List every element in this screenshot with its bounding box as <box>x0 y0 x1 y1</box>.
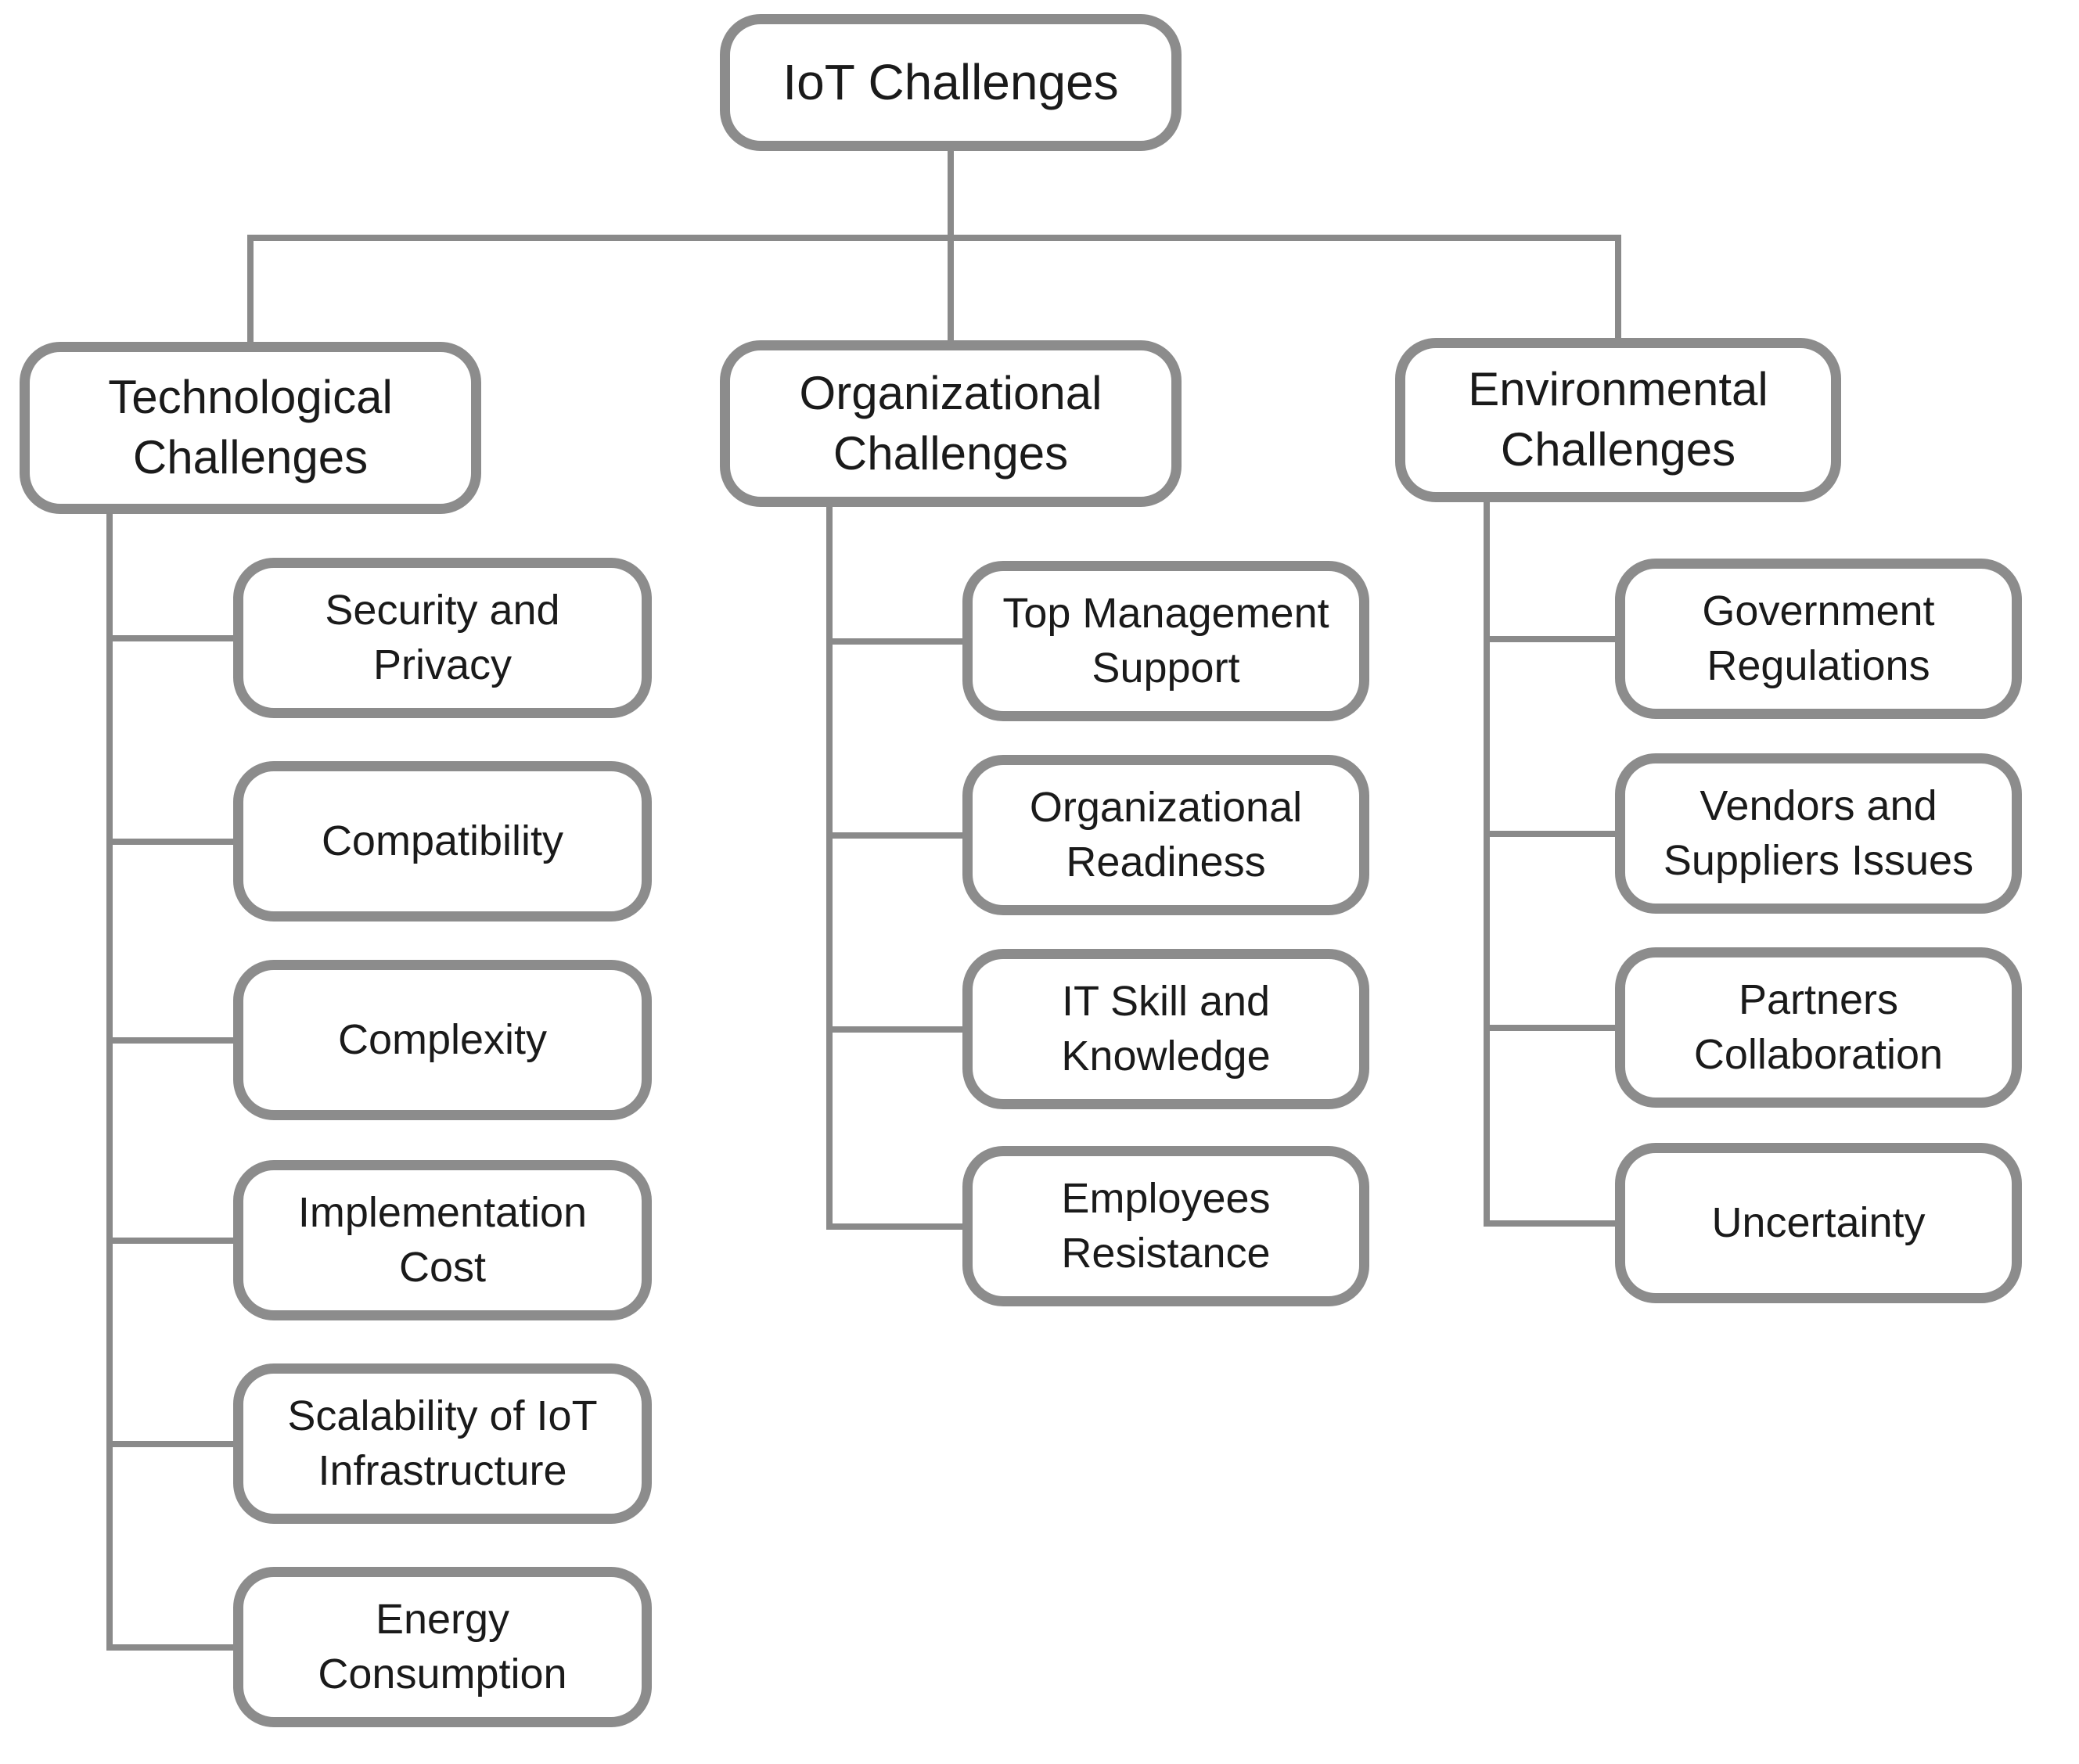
connector-stub <box>106 1238 233 1244</box>
connector-stub <box>1484 1025 1615 1031</box>
node-complexity: Complexity <box>233 960 652 1120</box>
node-label: Technological Challenges <box>108 371 393 483</box>
node-organizational-challenges: Organizational Challenges <box>720 340 1182 507</box>
node-label: Top Management Support <box>1002 590 1329 692</box>
connector-stub <box>826 638 962 645</box>
node-government-regulations: Government Regulations <box>1615 559 2022 719</box>
connector-stub <box>1484 1220 1615 1227</box>
node-label: Government Regulations <box>1702 587 1935 689</box>
connector-stub <box>106 635 233 641</box>
connector-stub <box>826 1026 962 1033</box>
connector-stub <box>1484 831 1615 837</box>
node-label: IoT Challenges <box>782 53 1119 110</box>
node-scalability-of-iot-infrastructure: Scalability of IoT Infrastructure <box>233 1363 652 1524</box>
node-employees-resistance: Employees Resistance <box>962 1146 1369 1306</box>
node-label: Vendors and Suppliers Issues <box>1663 782 1974 884</box>
connector-spine-environmental <box>1484 502 1490 1227</box>
node-label: Organizational Challenges <box>799 366 1102 480</box>
connector-drop-technological <box>247 235 254 342</box>
connector-stub <box>826 1223 962 1230</box>
node-label: Energy Consumption <box>318 1596 567 1698</box>
node-iot-challenges: IoT Challenges <box>720 14 1182 151</box>
node-partners-collaboration: Partners Collaboration <box>1615 947 2022 1108</box>
node-security-and-privacy: Security and Privacy <box>233 558 652 718</box>
node-uncertainty: Uncertainty <box>1615 1143 2022 1303</box>
node-technological-challenges: Technological Challenges <box>20 342 481 514</box>
connector-stub <box>106 1441 233 1447</box>
node-label: Complexity <box>337 1015 548 1063</box>
node-label: Uncertainty <box>1711 1198 1926 1246</box>
connector-drop-organizational <box>948 235 954 340</box>
node-implementation-cost: Implementation Cost <box>233 1160 652 1320</box>
connector-stub <box>106 1037 233 1044</box>
node-energy-consumption: Energy Consumption <box>233 1567 652 1727</box>
node-compatibility: Compatibility <box>233 761 652 922</box>
node-it-skill-and-knowledge: IT Skill and Knowledge <box>962 949 1369 1109</box>
node-label: Security and Privacy <box>325 587 560 688</box>
node-label: Employees Resistance <box>1061 1175 1271 1277</box>
node-vendors-and-suppliers-issues: Vendors and Suppliers Issues <box>1615 753 2022 914</box>
connector-stub <box>1484 636 1615 642</box>
node-organizational-readiness: Organizational Readiness <box>962 755 1369 915</box>
connector-root-stem <box>948 151 954 241</box>
connector-stub <box>106 839 233 845</box>
node-environmental-challenges: Environmental Challenges <box>1395 338 1841 502</box>
node-label: Environmental Challenges <box>1468 363 1768 476</box>
node-top-management-support: Top Management Support <box>962 561 1369 721</box>
connector-rail <box>247 235 1621 241</box>
connector-spine-technological <box>106 512 113 1651</box>
node-label: Partners Collaboration <box>1693 976 1944 1078</box>
node-label: IT Skill and Knowledge <box>1061 978 1271 1080</box>
connector-spine-organizational <box>826 507 833 1230</box>
node-label: Compatibility <box>321 817 564 864</box>
connector-stub <box>826 832 962 839</box>
connector-stub <box>106 1644 233 1651</box>
connector-drop-environmental <box>1615 235 1621 338</box>
node-label: Scalability of IoT Infrastructure <box>287 1392 598 1494</box>
node-label: Organizational Readiness <box>1029 784 1303 886</box>
node-label: Implementation Cost <box>297 1189 588 1291</box>
